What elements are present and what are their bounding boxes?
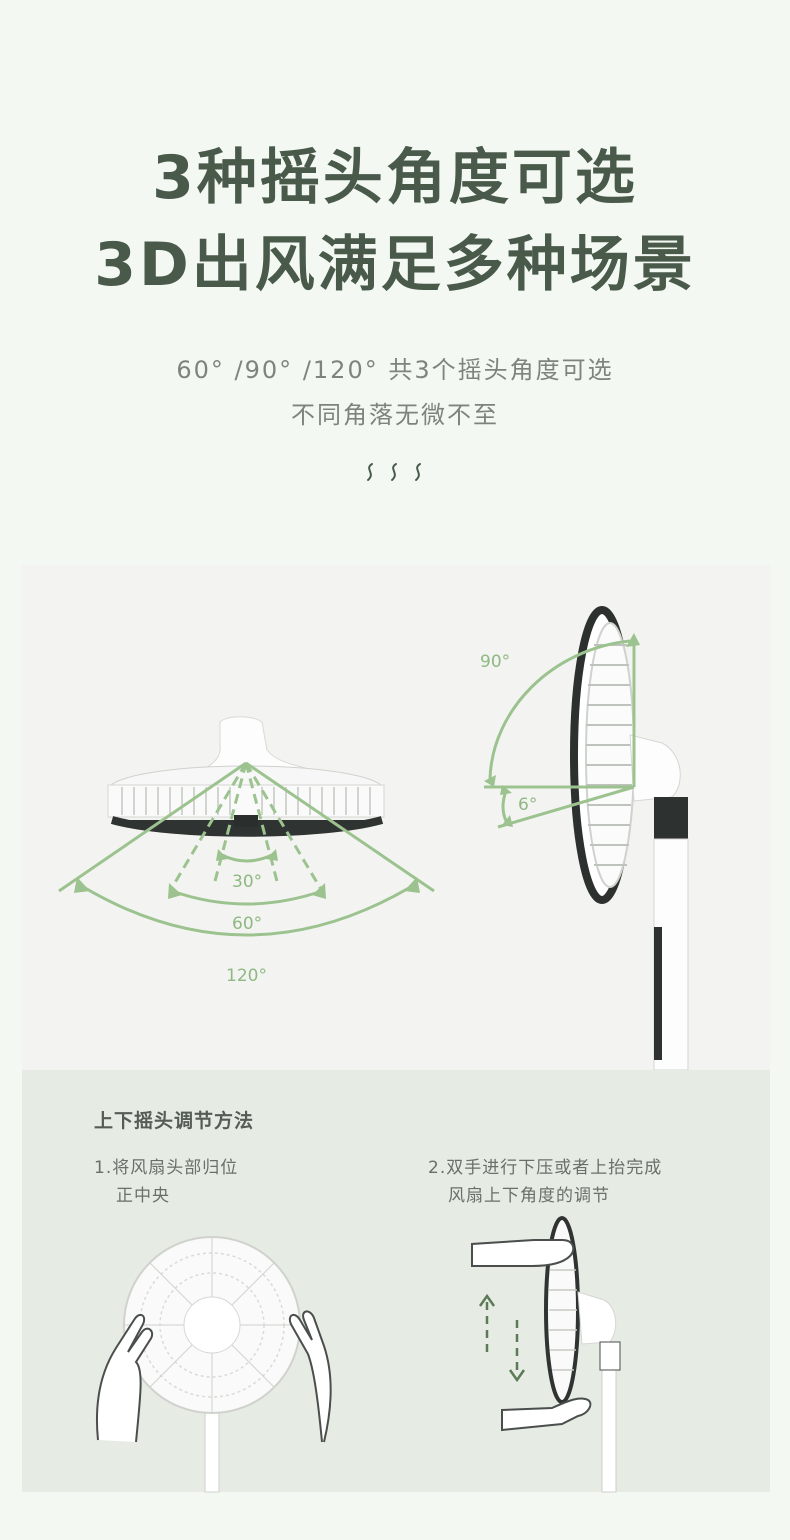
angle-label-30: 30°: [232, 872, 262, 892]
hands-center-fan-illustration: [95, 1236, 332, 1493]
subtitle-line-1: 60° /90° /120° 共3个摇头角度可选: [176, 356, 614, 384]
subtitle-line-2: 不同角落无微不至: [291, 401, 499, 429]
horizontal-angle-lines: [58, 761, 435, 937]
angle-label-60: 60°: [232, 914, 262, 934]
method-illustrations: [95, 1216, 621, 1493]
step-1-line-2: 正中央: [116, 1186, 170, 1206]
adjustment-method-panel: 上下摇头调节方法 1.将风扇头部归位 正中央 2.双手进行下压或者上抬完成 风扇…: [22, 1070, 770, 1493]
headline-line-2: 3D出风满足多种场景: [94, 230, 696, 300]
angle-diagram: 30° 60° 120°: [58, 606, 689, 1071]
fan-side-view-illustration: [570, 606, 689, 1071]
step-2: 2.双手进行下压或者上抬完成 风扇上下角度的调节: [428, 1154, 662, 1210]
hands-tilt-fan-illustration: [471, 1216, 621, 1493]
headline-line-1: 3种摇头角度可选: [152, 143, 638, 213]
angle-label-90: 90°: [480, 652, 510, 672]
fan-top-view-illustration: [107, 716, 385, 837]
step-1-line-1: 1.将风扇头部归位: [94, 1158, 239, 1178]
squiggle-icon: [367, 463, 421, 481]
step-1: 1.将风扇头部归位 正中央: [94, 1154, 238, 1210]
method-title: 上下摇头调节方法: [94, 1110, 255, 1132]
angle-diagram-panel: 30° 60° 120°: [22, 565, 770, 1071]
step-2-line-1: 2.双手进行下压或者上抬完成: [428, 1158, 663, 1178]
angle-label-120: 120°: [226, 966, 267, 986]
angle-label-6: 6°: [518, 795, 537, 815]
step-2-line-2: 风扇上下角度的调节: [448, 1186, 610, 1206]
